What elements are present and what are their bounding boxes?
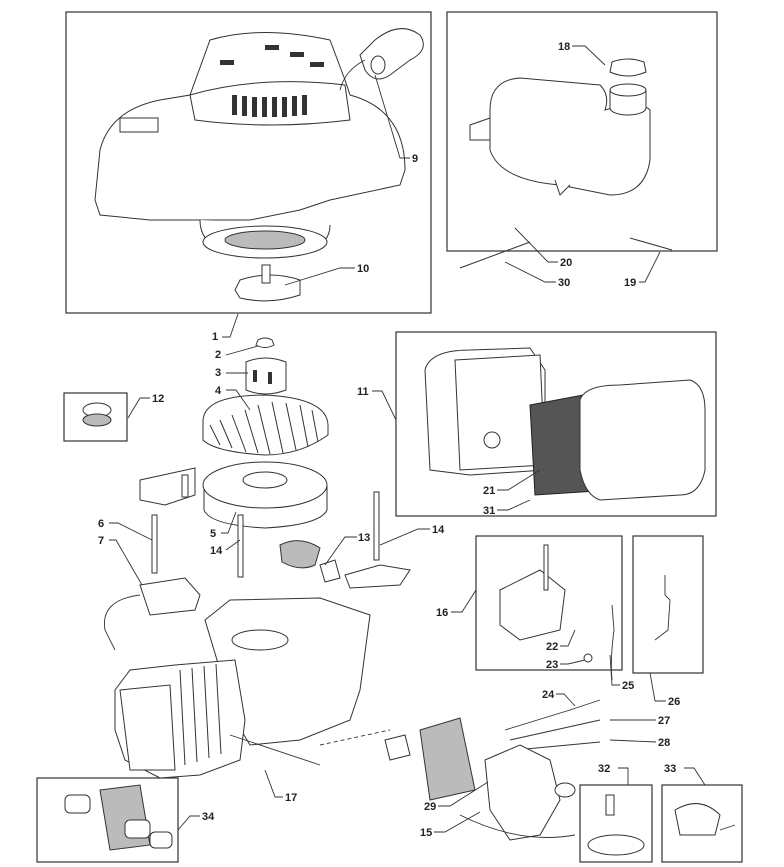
callout-26: 26 bbox=[668, 696, 680, 708]
box-air-filter-group bbox=[395, 331, 717, 517]
callout-2: 2 bbox=[215, 349, 221, 361]
callout-5: 5 bbox=[210, 528, 216, 540]
starter-cup-3 bbox=[245, 357, 287, 395]
rods-24-27-28 bbox=[504, 699, 601, 751]
kit-12-parts bbox=[82, 402, 112, 427]
recoil-starter-housing bbox=[94, 32, 406, 259]
callout-34: 34 bbox=[202, 811, 215, 823]
kit-32-parts bbox=[587, 794, 645, 856]
kit-34-gaskets bbox=[64, 784, 173, 851]
callout-3: 3 bbox=[215, 367, 221, 379]
shroud-bracket-8 bbox=[139, 467, 196, 506]
box-gasket-kit-34 bbox=[36, 777, 179, 863]
box-recoil-starter-group bbox=[65, 11, 432, 314]
callout-18: 18 bbox=[558, 41, 570, 53]
flywheel-nut-2 bbox=[255, 337, 275, 348]
callout-31: 31 bbox=[483, 505, 495, 517]
box-fuel-tank-group bbox=[446, 11, 718, 252]
flywheel-5 bbox=[202, 461, 328, 529]
starter-handle bbox=[339, 28, 424, 91]
callout-4: 4 bbox=[215, 385, 222, 397]
kit-33-parts bbox=[674, 803, 736, 836]
gaskets bbox=[384, 717, 476, 801]
box-lever-group bbox=[632, 535, 704, 674]
callout-24: 24 bbox=[542, 689, 555, 701]
carburetor-15 bbox=[459, 744, 576, 841]
governor-assembly-16 bbox=[499, 544, 593, 663]
callout-27: 27 bbox=[658, 715, 670, 727]
callout-9: 9 bbox=[412, 153, 418, 165]
spring-25 bbox=[610, 604, 615, 681]
callout-30: 30 bbox=[558, 277, 570, 289]
callout-14-right: 14 bbox=[432, 524, 445, 536]
callout-6: 6 bbox=[98, 518, 104, 530]
callout-21: 21 bbox=[483, 485, 495, 497]
engine-block bbox=[114, 597, 391, 779]
studs-6-14 bbox=[151, 491, 380, 578]
callout-32: 32 bbox=[598, 763, 610, 775]
callout-14-left: 14 bbox=[210, 545, 223, 557]
box-kit-32 bbox=[579, 784, 653, 863]
callout-25: 25 bbox=[622, 680, 634, 692]
callout-29: 29 bbox=[424, 801, 436, 813]
callout-28: 28 bbox=[658, 737, 670, 749]
callout-17: 17 bbox=[285, 792, 297, 804]
callout-11: 11 bbox=[357, 386, 369, 398]
callout-33: 33 bbox=[664, 763, 676, 775]
governor-arm-13 bbox=[279, 540, 411, 589]
callout-1: 1 bbox=[212, 331, 218, 343]
air-filter-housing bbox=[424, 347, 546, 476]
ignition-coil-7 bbox=[104, 577, 201, 651]
callout-22: 22 bbox=[546, 641, 558, 653]
box-kit-12 bbox=[63, 392, 128, 442]
box-kit-33 bbox=[661, 784, 743, 863]
callout-10: 10 bbox=[357, 263, 369, 275]
tank-bolt-19-20-30 bbox=[459, 237, 673, 269]
callout-16: 16 bbox=[436, 607, 448, 619]
fuel-tank bbox=[469, 58, 651, 196]
callout-19: 19 bbox=[624, 277, 636, 289]
callout-12: 12 bbox=[152, 393, 164, 405]
callout-7: 7 bbox=[98, 535, 104, 547]
callout-15: 15 bbox=[420, 827, 432, 839]
box-governor-group bbox=[475, 535, 623, 671]
starter-pulley-10 bbox=[234, 264, 301, 302]
leader-lines bbox=[109, 45, 706, 833]
fan-4 bbox=[202, 394, 329, 456]
callout-13: 13 bbox=[358, 532, 370, 544]
lever-26 bbox=[654, 575, 671, 641]
callout-23: 23 bbox=[546, 659, 558, 671]
callout-20: 20 bbox=[560, 257, 572, 269]
air-filter-cover-31 bbox=[579, 379, 706, 501]
